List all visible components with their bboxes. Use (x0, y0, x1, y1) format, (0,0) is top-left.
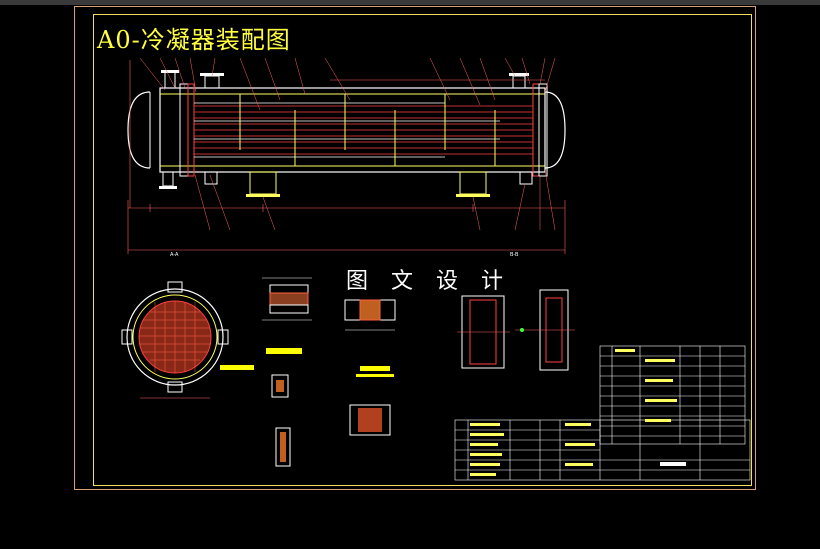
section-a-a-view (121, 281, 229, 399)
window-top-bar (0, 0, 820, 5)
drawing-title: A0-冷凝器装配图 (97, 26, 291, 54)
title-block (454, 419, 751, 481)
drawing-border (93, 14, 752, 486)
drawing-sheet (0, 5, 820, 549)
condenser-elevation-view (127, 57, 566, 254)
section-label-b-b: B-B (510, 252, 519, 258)
parts-table (599, 345, 746, 445)
drawing-frame (74, 6, 756, 490)
section-label-a-a: A-A (170, 252, 179, 258)
table-text-marks (470, 349, 686, 476)
watermark: 图 文 设 计 (346, 269, 511, 294)
detail-views (220, 277, 396, 467)
section-b-b-view (457, 289, 575, 371)
